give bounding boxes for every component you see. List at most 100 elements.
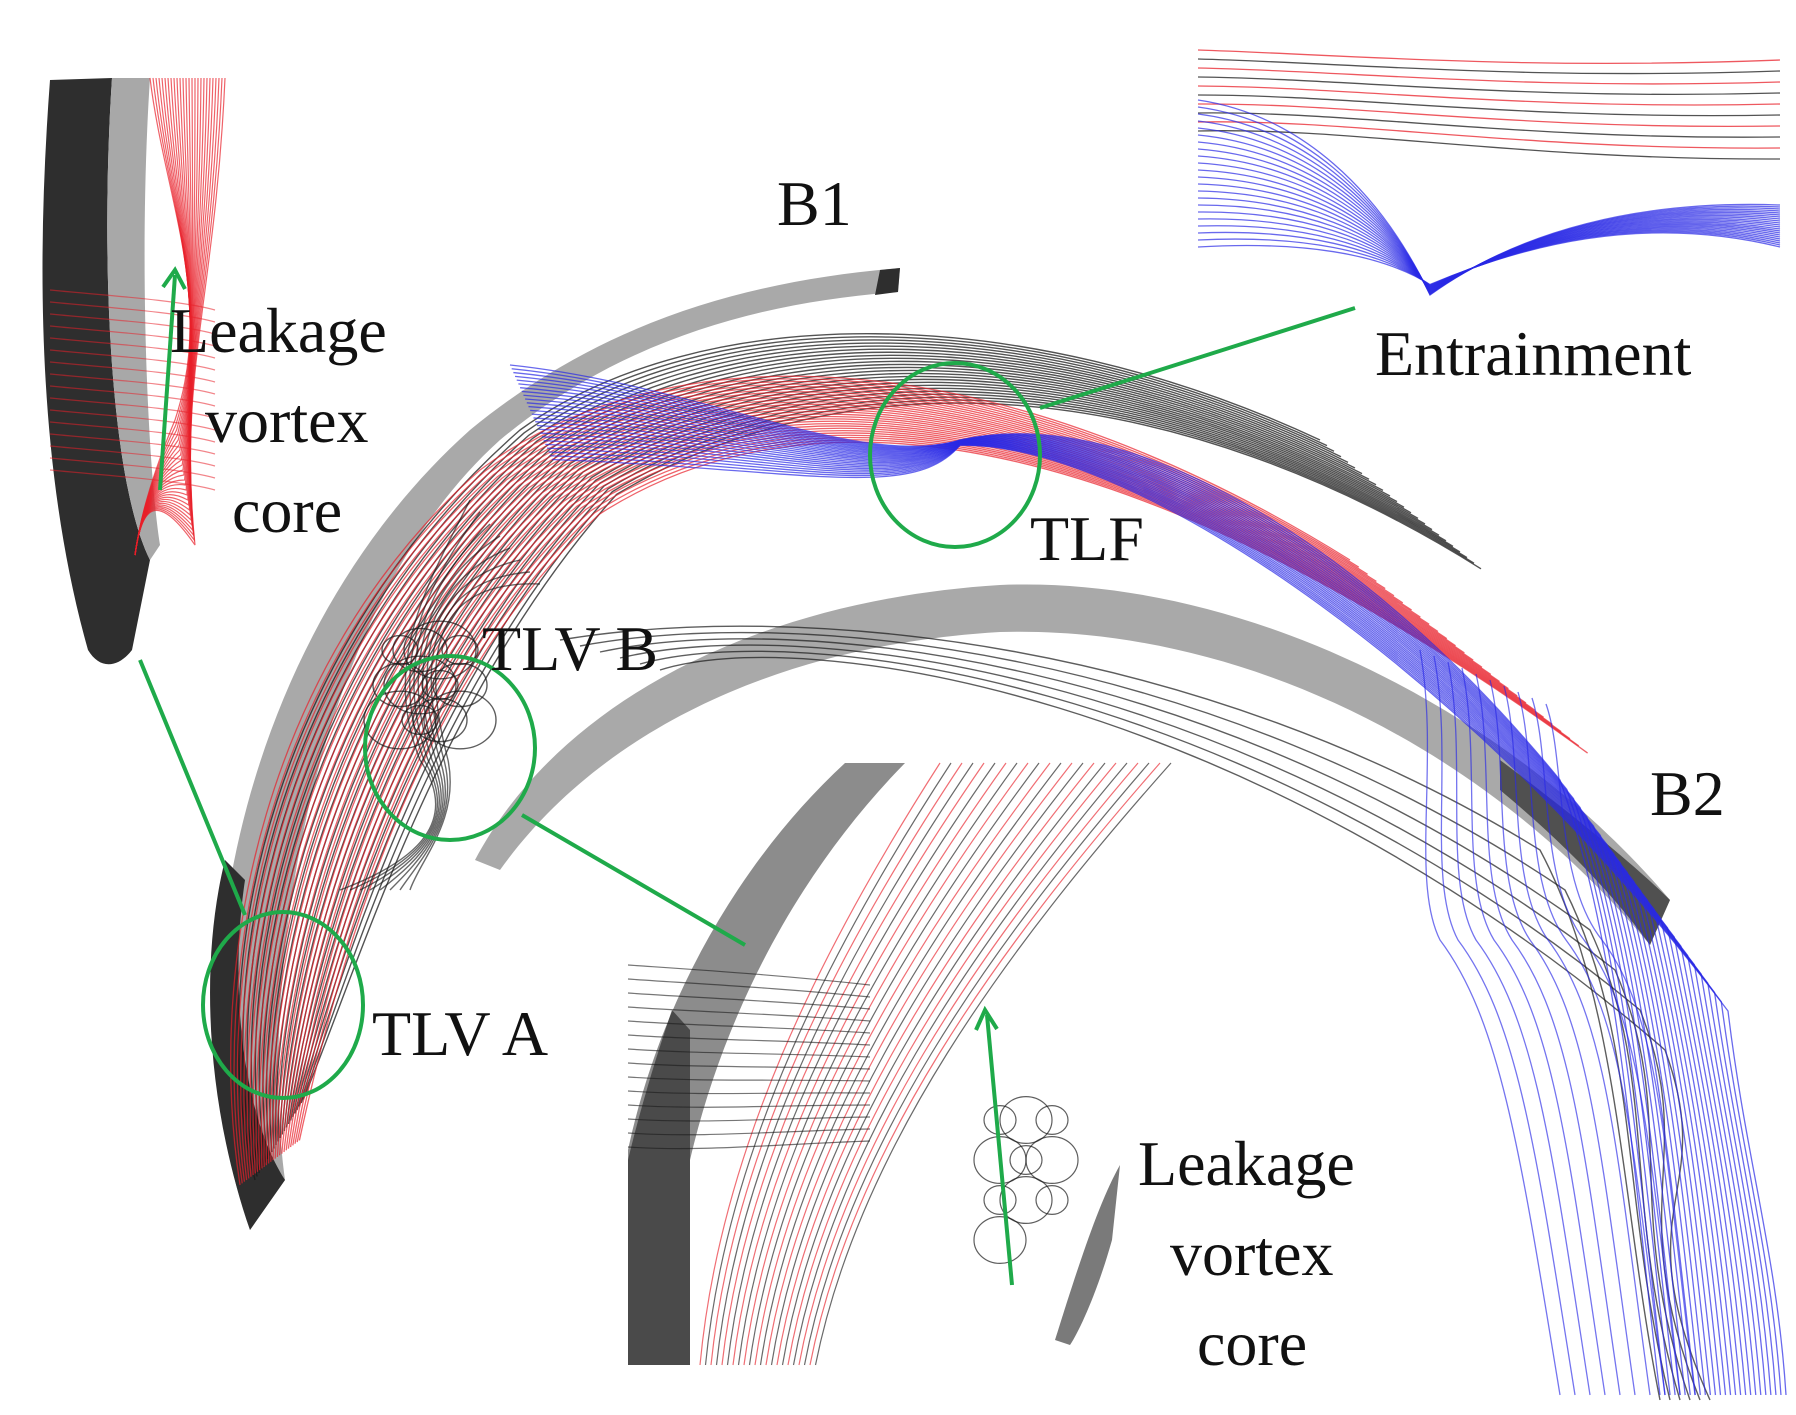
left-inset-blade-light	[107, 78, 160, 560]
black-streamline	[296, 393, 1461, 1111]
blade-b2-dark-edge	[1500, 760, 1670, 945]
inset-bottom-vortex-loop	[983, 1105, 1017, 1135]
vortex-streamline	[349, 511, 481, 891]
bottom-leakage-inset	[627, 762, 1172, 1366]
black-streamline-b2	[639, 650, 1701, 1401]
label-b1: B1	[777, 168, 852, 239]
blue-streamline	[511, 368, 1666, 1396]
blade-b2-surface	[475, 584, 1670, 945]
inset-bottom-cross-streamline	[627, 1076, 871, 1082]
inset-left-red-streamline	[134, 77, 226, 556]
inset-bottom-streamline	[770, 762, 1084, 1366]
vortex-loop	[423, 690, 497, 750]
inset-bottom-streamline	[765, 762, 1073, 1366]
inset-bottom-cross-streamline	[627, 1006, 871, 1022]
blue-streamline	[514, 375, 1676, 1396]
bottom-inset-label-line-1: Leakage	[1138, 1128, 1355, 1199]
black-streamline	[300, 399, 1475, 1104]
inset-bottom-streamline	[748, 762, 1040, 1366]
blue-descending-streamline	[1475, 673, 1621, 1396]
blue-descending-streamline	[1489, 679, 1636, 1396]
inset-bottom-cross-streamline	[627, 1140, 871, 1150]
inset-left-cross-streamline	[49, 349, 216, 371]
blue-descending-streamline	[1461, 667, 1606, 1396]
inset-left-cross-streamline	[49, 397, 216, 419]
black-streamline	[294, 390, 1454, 1114]
red-streamline	[246, 388, 1395, 1177]
inset-left-cross-streamline	[49, 433, 216, 455]
blue-streamline	[548, 444, 1777, 1396]
left-inset-red-streamlines	[49, 77, 226, 556]
black-streamline	[250, 342, 1342, 1170]
inset-bottom-streamline	[743, 762, 1029, 1366]
label-tlv-b: TLV B	[482, 613, 658, 684]
bottom-inset-streamlines	[627, 762, 1172, 1366]
inset-top-upper-streamline	[1197, 67, 1781, 85]
inset-bottom-streamline	[726, 762, 996, 1366]
inset-left-cross-streamline	[49, 421, 216, 443]
inset-bottom-streamline	[814, 762, 1172, 1366]
bottom-inset-arrowhead	[974, 1005, 999, 1031]
label-tlf: TLF	[1030, 503, 1144, 574]
inset-bottom-vortex-loop	[1035, 1105, 1069, 1135]
inset-left-cross-streamline	[49, 385, 216, 407]
inset-left-cross-streamline	[49, 373, 216, 395]
inset-bottom-streamline	[737, 762, 1018, 1366]
inset-bottom-cross-streamline	[627, 1104, 871, 1108]
inset-top-upper-streamline	[1197, 121, 1781, 149]
inset-bottom-cross-streamline	[627, 1090, 871, 1095]
vortex-streamline	[399, 571, 531, 891]
inset-left-cross-streamline	[49, 313, 216, 335]
black-streamline-b2	[579, 631, 1671, 1401]
blue-descending-streamline	[1447, 661, 1591, 1396]
inset-bottom-streamline	[809, 762, 1161, 1366]
vortex-loop	[403, 620, 477, 680]
red-streamline	[272, 413, 1483, 1161]
tlv-b-leader	[520, 813, 747, 947]
inset-top-upper-streamline	[1197, 58, 1781, 75]
bottom-inset-label-line-2: vortex	[1170, 1218, 1334, 1289]
black-streamline-b2	[559, 625, 1661, 1401]
blue-streamline	[523, 394, 1701, 1396]
blue-descending-streamline	[1419, 649, 1561, 1396]
black-streamline	[237, 333, 1321, 1181]
blue-streamline	[513, 371, 1671, 1396]
inset-bottom-cross-streamline	[627, 1128, 871, 1136]
blue-streamline	[520, 387, 1691, 1396]
left-inset-arrow	[158, 274, 177, 491]
blue-streamline	[543, 439, 1762, 1396]
inset-top-upper-streamline	[1197, 112, 1781, 138]
left-inset-label-line-2: vortex	[205, 385, 369, 456]
entrainment-inset-streamlines	[1197, 49, 1781, 296]
vortex-loop	[383, 655, 457, 715]
blue-streamline	[509, 364, 1661, 1396]
inset-bottom-vortex-loop	[983, 1185, 1017, 1215]
label-entrainment: Entrainment	[1375, 318, 1692, 389]
inset-bottom-streamline	[798, 762, 1139, 1366]
inset-bottom-vortex-loop	[1035, 1185, 1069, 1215]
inset-top-upper-streamline	[1197, 76, 1781, 96]
tlv-b-vortex-loops	[339, 499, 541, 891]
inset-bottom-streamline	[776, 762, 1095, 1366]
inset-bottom-cross-streamline	[627, 992, 871, 1010]
blue-descending-streamline	[1503, 685, 1651, 1396]
blue-streamline	[545, 443, 1767, 1396]
inset-bottom-streamline	[710, 762, 963, 1366]
inset-bottom-streamline	[732, 762, 1007, 1366]
vortex-loop	[381, 634, 419, 666]
blue-descending-streamline	[1517, 691, 1666, 1396]
blue-descending-streamline	[1545, 703, 1696, 1396]
inset-top-upper-streamline	[1197, 94, 1781, 117]
inset-left-cross-streamline	[49, 457, 216, 479]
blue-streamline	[550, 444, 1782, 1396]
inset-bottom-cross-streamline	[627, 1034, 871, 1046]
inset-bottom-cross-streamline	[627, 964, 871, 986]
inset-bottom-cross-streamline	[627, 1048, 871, 1058]
inset-bottom-streamline	[715, 762, 974, 1366]
label-b2: B2	[1650, 758, 1725, 829]
entrainment-inset	[1197, 38, 1781, 296]
inset-left-cross-streamline	[49, 325, 216, 347]
vortex-streamline	[389, 559, 521, 891]
